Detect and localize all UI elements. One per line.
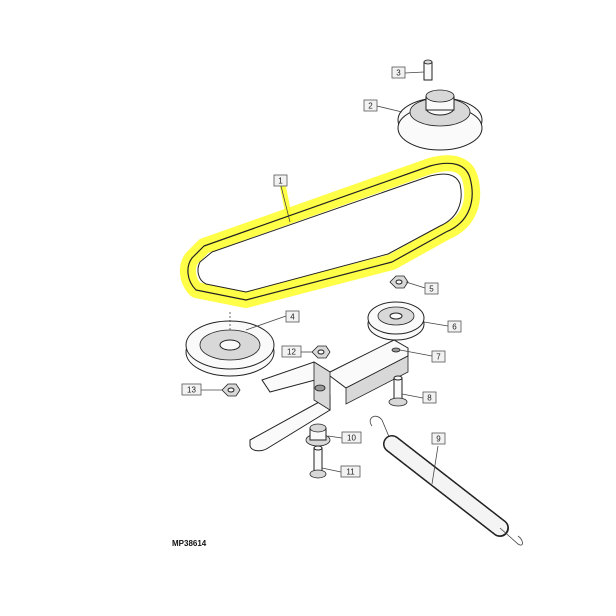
svg-text:3: 3 [396, 69, 401, 78]
tension-spring[interactable] [369, 415, 523, 546]
spacer-10[interactable] [305, 423, 331, 447]
leader-lines [201, 71, 449, 485]
callout-1[interactable]: 1 [273, 174, 288, 187]
key-pin[interactable] [423, 59, 433, 81]
callout-2[interactable]: 2 [363, 99, 378, 112]
idler-bracket[interactable] [249, 339, 409, 452]
callout-10[interactable]: 10 [341, 431, 362, 444]
svg-text:10: 10 [347, 434, 356, 443]
svg-text:9: 9 [436, 435, 441, 444]
svg-text:2: 2 [368, 102, 373, 111]
nut-5[interactable] [389, 275, 409, 289]
pulley-left[interactable] [185, 312, 275, 377]
callout-8[interactable]: 8 [422, 391, 437, 404]
svg-text:11: 11 [346, 468, 355, 477]
svg-text:13: 13 [187, 386, 196, 395]
nut-12[interactable] [311, 345, 331, 359]
diagram-id-label: MP38614 [172, 539, 207, 548]
svg-text:7: 7 [436, 353, 441, 362]
callout-4[interactable]: 4 [285, 310, 300, 323]
svg-text:12: 12 [287, 348, 296, 357]
callout-9[interactable]: 9 [431, 432, 446, 445]
callout-7[interactable]: 7 [431, 350, 446, 363]
idler-pulley-top[interactable] [397, 89, 483, 151]
callout-11[interactable]: 11 [340, 465, 361, 478]
idler-pulley-right[interactable] [367, 301, 425, 341]
callout-6[interactable]: 6 [447, 320, 462, 333]
callout-5[interactable]: 5 [424, 282, 439, 295]
callout-3[interactable]: 3 [391, 66, 406, 79]
bolt-8[interactable] [388, 375, 408, 407]
svg-text:8: 8 [427, 394, 432, 403]
callout-13[interactable]: 13 [181, 383, 202, 396]
nut-13[interactable] [221, 383, 241, 397]
svg-text:1: 1 [278, 177, 283, 186]
svg-text:5: 5 [429, 285, 434, 294]
drive-belt[interactable] [187, 162, 473, 301]
svg-text:4: 4 [290, 313, 295, 322]
callout-12[interactable]: 12 [281, 345, 302, 358]
svg-text:6: 6 [452, 323, 457, 332]
bolt-11[interactable] [309, 445, 327, 479]
